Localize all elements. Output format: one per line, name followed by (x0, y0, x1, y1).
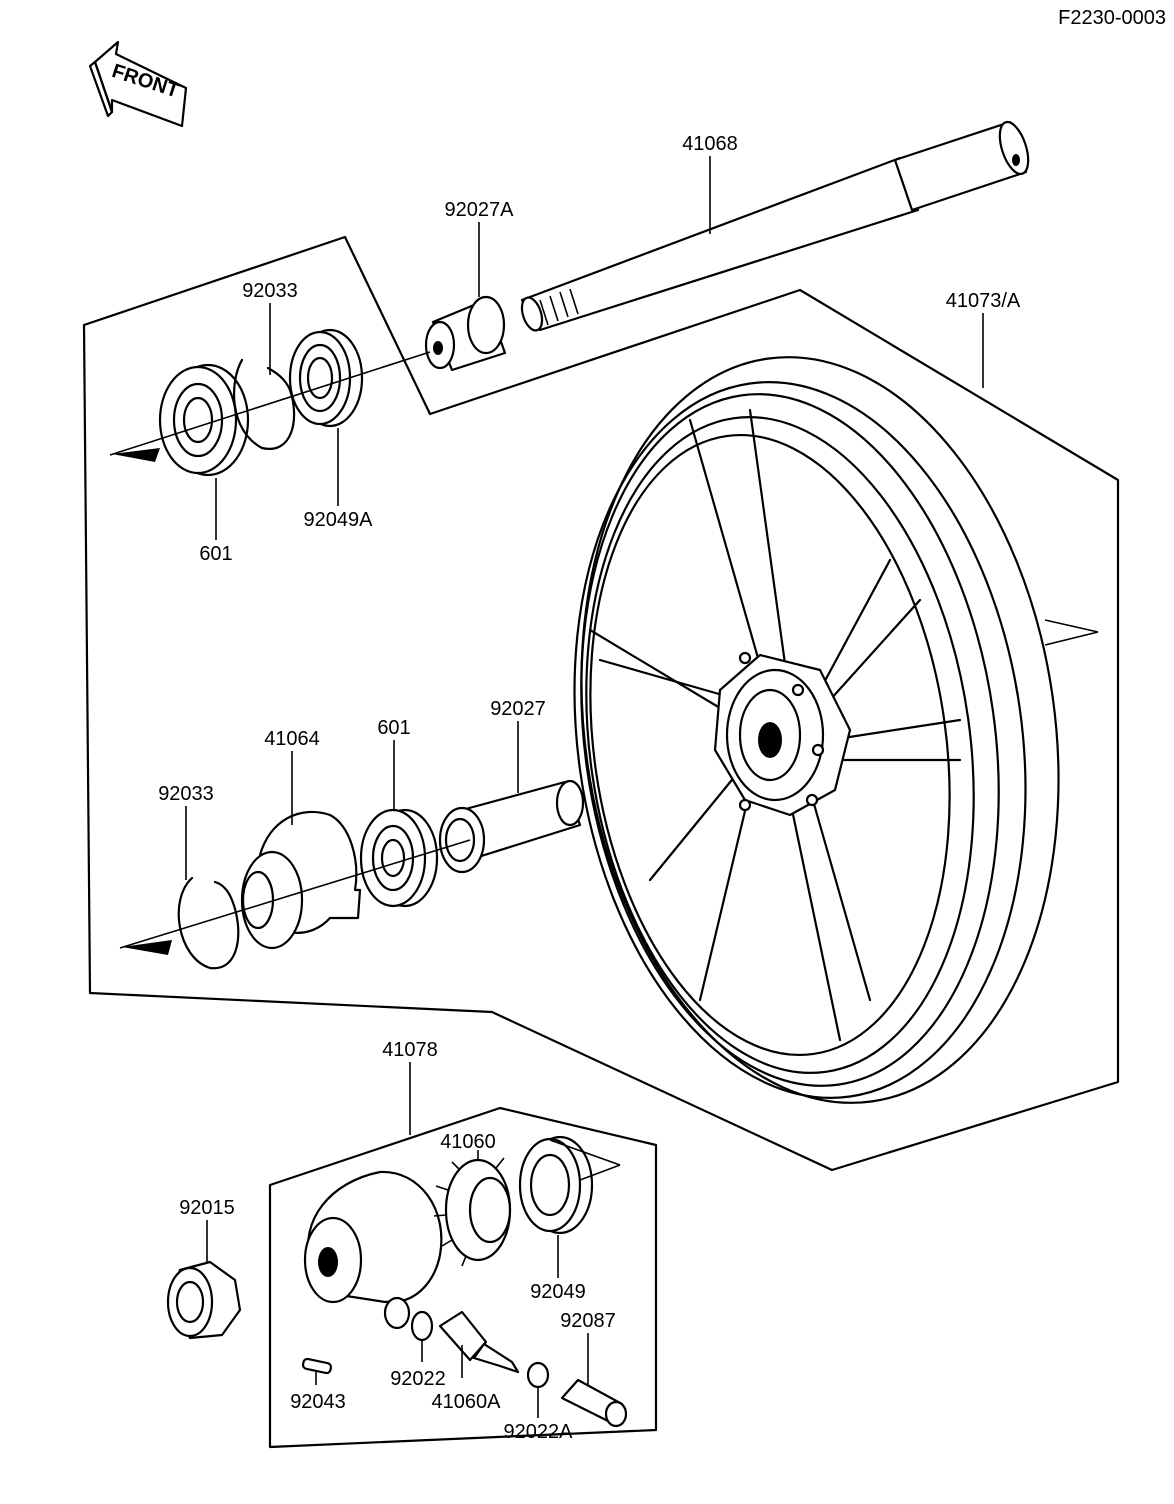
lower-circlip (177, 876, 240, 970)
label-pinion: 41060A (432, 1391, 502, 1413)
label-collar: 92027 (490, 698, 546, 720)
meter-gear-outline (268, 1106, 658, 1449)
leader-lines (185, 156, 984, 1418)
pin (301, 1357, 333, 1375)
label-speedo-drive-plate: 41064 (264, 728, 320, 750)
axle-nut (166, 1260, 242, 1340)
label-bearing-upper: 601 (199, 543, 232, 565)
label-pin: 92043 (290, 1391, 346, 1413)
label-bearing-lower: 601 (377, 717, 410, 739)
meter-gear-housing (303, 1170, 443, 1330)
bushing (560, 1378, 628, 1428)
lower-axis-arrow (119, 839, 471, 955)
axle-collar (424, 295, 507, 372)
label-oil-seal-upper: 92049A (304, 509, 374, 531)
label-bushing: 92087 (560, 1310, 616, 1332)
washer-small (526, 1361, 550, 1389)
upper-circlip (233, 358, 296, 450)
callout-labels: 41068 92027A 41073/A 92033 601 92049A 92… (158, 133, 1021, 1443)
front-direction-arrow: FRONT (88, 40, 188, 128)
upper-oil-seal (288, 328, 364, 428)
speedo-drive-plate (240, 810, 362, 950)
label-circlip-upper: 92033 (242, 280, 298, 302)
label-washer-small: 92022A (504, 1421, 574, 1443)
label-washer: 92022 (390, 1368, 446, 1390)
upper-axis-arrow (109, 351, 431, 462)
label-axle-collar: 92027A (445, 199, 515, 221)
pinion (438, 1310, 520, 1374)
upper-bearing (158, 363, 250, 477)
gear-axis-arrow (549, 1139, 621, 1181)
wheel-assembly-outline (82, 235, 1120, 1172)
front-wheel (573, 356, 1060, 1104)
label-nut: 92015 (179, 1197, 235, 1219)
gear-oil-seal (518, 1135, 594, 1235)
lower-bearing (359, 808, 439, 908)
label-axle: 41068 (682, 133, 738, 155)
washer (410, 1310, 434, 1342)
label-circlip-lower: 92033 (158, 783, 214, 805)
label-meter-gear-housing: 41078 (382, 1039, 438, 1061)
document-code: F2230-0003 (1058, 7, 1166, 29)
label-drive-gear: 41060 (440, 1131, 496, 1153)
drive-gear (433, 1150, 512, 1267)
label-oil-seal-gear: 92049 (530, 1281, 586, 1303)
label-wheel: 41073/A (946, 290, 1021, 312)
hub-collar (438, 779, 585, 874)
front-axle (520, 120, 1030, 332)
wheel-axis-arrow (1044, 619, 1099, 646)
